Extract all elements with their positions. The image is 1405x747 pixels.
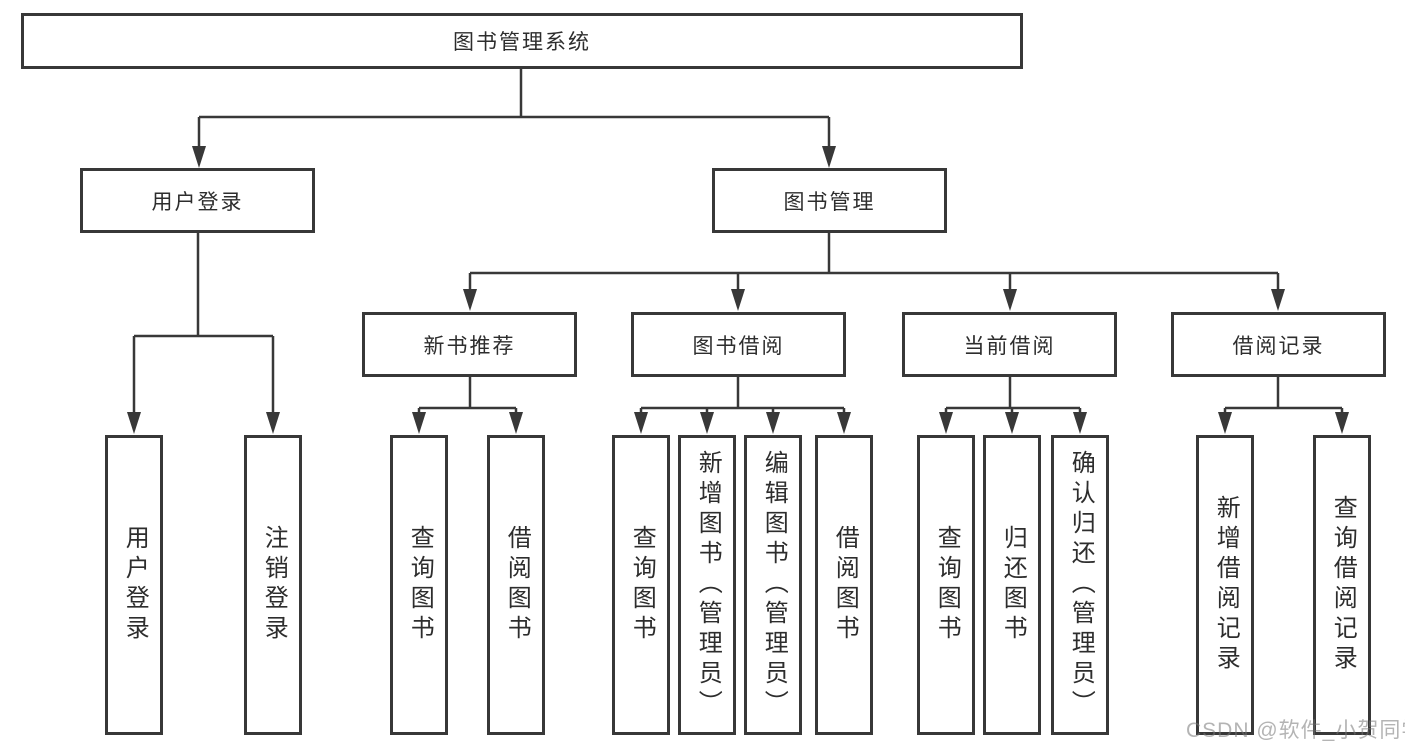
- leaf-label: 查询借阅记录: [1329, 495, 1357, 675]
- leaf-query-books-current: 查询图书: [917, 435, 975, 735]
- leaf-query-books-recommend: 查询图书: [390, 435, 448, 735]
- node-book-borrow: 图书借阅: [631, 312, 846, 377]
- leaf-label: 编辑图书（管理员）: [760, 450, 788, 720]
- leaf-label: 新增借阅记录: [1212, 495, 1240, 675]
- leaf-borrow-books: 借阅图书: [815, 435, 873, 735]
- node-library-management-system: 图书管理系统: [21, 13, 1023, 69]
- node-label: 用户登录: [151, 190, 244, 214]
- node-label: 当前借阅: [963, 334, 1056, 358]
- leaf-label: 确认归还（管理员）: [1067, 450, 1095, 720]
- node-book-management: 图书管理: [712, 168, 947, 233]
- leaf-label: 借阅图书: [831, 525, 859, 645]
- leaf-borrow-books-recommend: 借阅图书: [487, 435, 545, 735]
- node-label: 图书管理系统: [453, 31, 591, 54]
- node-label: 图书管理: [783, 190, 876, 214]
- leaf-label: 借阅图书: [503, 525, 531, 645]
- leaf-label: 用户登录: [121, 525, 149, 645]
- leaf-add-borrow-record: 新增借阅记录: [1196, 435, 1254, 735]
- leaf-label: 归还图书: [999, 525, 1027, 645]
- leaf-label: 查询图书: [406, 525, 434, 645]
- leaf-label: 注销登录: [260, 525, 288, 645]
- leaf-query-borrow-record: 查询借阅记录: [1313, 435, 1371, 735]
- node-label: 借阅记录: [1232, 334, 1325, 358]
- leaf-query-books-borrow: 查询图书: [612, 435, 670, 735]
- node-borrow-records: 借阅记录: [1171, 312, 1386, 377]
- leaf-return-books: 归还图书: [983, 435, 1041, 735]
- node-label: 新书推荐: [423, 334, 516, 358]
- node-new-book-recommend: 新书推荐: [362, 312, 577, 377]
- node-user-login: 用户登录: [80, 168, 315, 233]
- leaf-edit-book-admin: 编辑图书（管理员）: [744, 435, 802, 735]
- leaf-label: 查询图书: [628, 525, 656, 645]
- leaf-add-book-admin: 新增图书（管理员）: [678, 435, 736, 735]
- node-label: 图书借阅: [692, 334, 785, 358]
- leaf-label: 查询图书: [933, 525, 961, 645]
- leaf-label: 新增图书（管理员）: [694, 450, 722, 720]
- watermark: CSDN @软件_小贺同学: [1186, 719, 1405, 742]
- leaf-logout: 注销登录: [244, 435, 302, 735]
- node-current-borrow: 当前借阅: [902, 312, 1117, 377]
- leaf-user-login: 用户登录: [105, 435, 163, 735]
- leaf-confirm-return-admin: 确认归还（管理员）: [1051, 435, 1109, 735]
